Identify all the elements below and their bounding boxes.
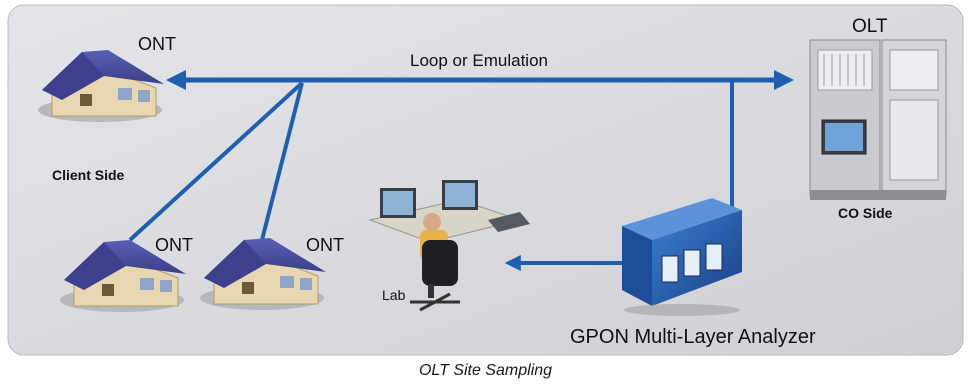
client-side-label: Client Side <box>52 167 125 183</box>
analyzer-device-icon <box>622 198 742 316</box>
figure-caption: OLT Site Sampling <box>418 362 553 379</box>
ont-label-bottom-right: ONT <box>306 235 344 255</box>
analyzer-label: GPON Multi-Layer Analyzer <box>570 326 816 348</box>
ont-label-bottom-left: ONT <box>155 235 193 255</box>
co-side-label: CO Side <box>838 205 893 221</box>
ont-label-top: ONT <box>138 34 176 54</box>
olt-site-sampling-diagram: Loop or Emulation ONT Client Side ONT ON… <box>7 4 964 356</box>
house-icon <box>200 238 326 310</box>
loop-label: Loop or Emulation <box>410 51 548 70</box>
lab-workstation-icon <box>368 180 530 312</box>
branch-line-right-ont <box>260 82 304 241</box>
branch-line-left-ont <box>128 81 304 242</box>
olt-label: OLT <box>852 16 888 37</box>
house-icon <box>60 240 186 312</box>
house-icon <box>38 50 164 122</box>
olt-rack-icon <box>809 39 947 200</box>
lab-label: Lab <box>382 287 406 303</box>
